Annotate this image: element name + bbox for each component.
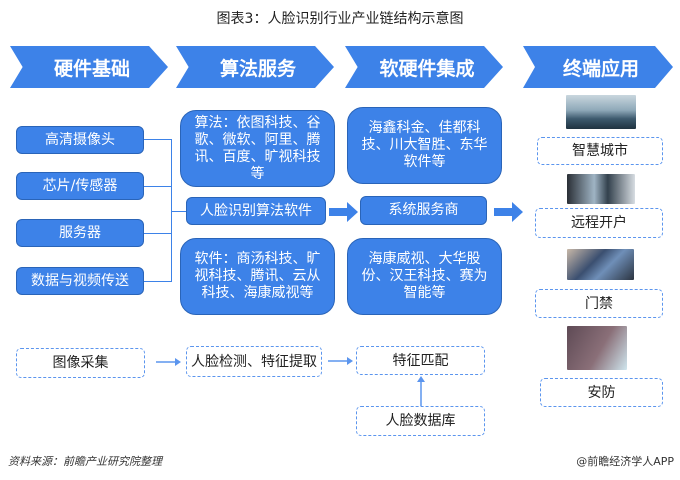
page-title: 图表3：人脸识别行业产业链结构示意图 [216,11,464,27]
app-remote-account: 远程开户 [535,208,663,238]
algorithm-software: 人脸识别算法软件 [186,197,326,225]
hardware-data-transfer: 数据与视频传送 [16,267,144,295]
process-face-detection: 人脸检测、特征提取 [186,346,322,377]
arrow-right-icon [494,202,523,222]
hardware-vendors: 海康威视、大华股份、汉王科技、赛为智能等 [347,238,502,315]
arrow-right-icon [156,358,181,366]
stage-hardware: 硬件基础 [10,46,168,88]
connector [171,211,186,212]
security-camera-image [567,326,627,370]
arrow-right-icon [328,357,353,365]
process-face-database: 人脸数据库 [356,406,485,436]
remote-account-image [567,174,635,204]
brand-credit: @前瞻经济学人APP [576,455,674,468]
source-note: 资料来源：前瞻产业研究院整理 [8,455,162,468]
app-access-control: 门禁 [535,289,663,318]
stage-application: 终端应用 [523,46,673,88]
process-image-capture: 图像采集 [16,348,145,378]
process-feature-matching: 特征匹配 [356,346,485,375]
stage-integration: 软硬件集成 [345,46,503,88]
app-security: 安防 [540,378,663,407]
connector [144,233,172,234]
integration-vendors: 海鑫科金、佳都科技、川大智胜、东华软件等 [347,107,502,184]
hardware-camera: 高清摄像头 [16,126,144,154]
connector [144,139,172,140]
stage-algorithm: 算法服务 [176,46,334,88]
arrow-up-icon [417,376,425,407]
system-provider: 系统服务商 [360,196,487,225]
access-control-image [567,249,634,280]
hardware-chip: 芯片/传感器 [16,172,144,200]
algorithm-vendors: 算法：依图科技、谷歌、微软、阿里、腾讯、百度、旷视科技等 [180,110,335,187]
arrow-right-icon [329,202,358,222]
connector [144,281,172,282]
connector [144,186,172,187]
app-smart-city: 智慧城市 [537,137,663,165]
connector [171,139,172,282]
hardware-server: 服务器 [16,219,144,247]
smart-city-image [566,95,636,129]
software-vendors: 软件：商汤科技、旷视科技、腾讯、云从科技、海康威视等 [180,238,335,315]
